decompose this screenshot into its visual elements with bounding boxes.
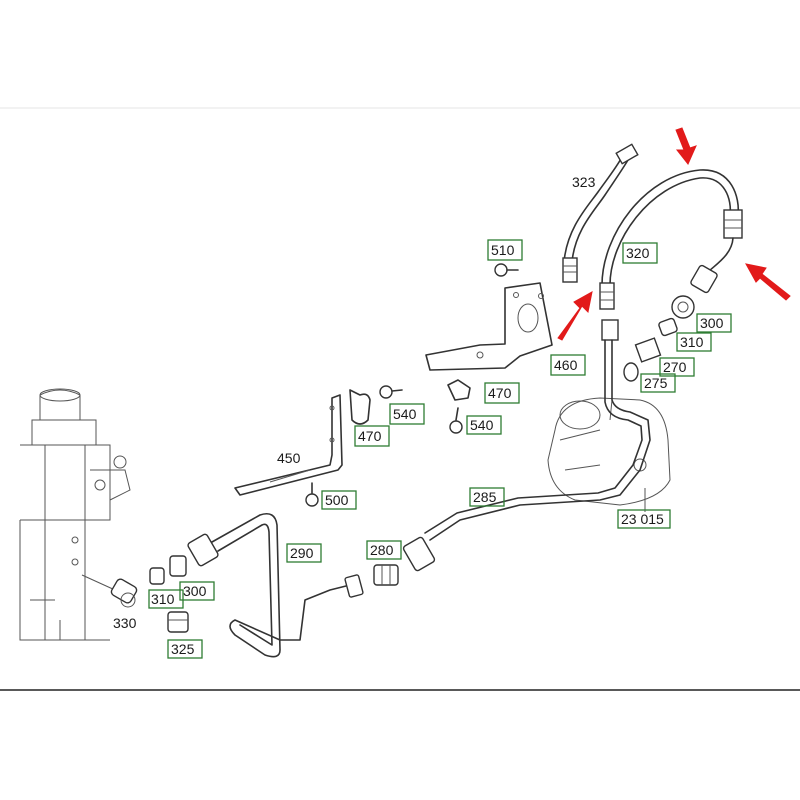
hose-320 <box>599 169 743 310</box>
bracket-450 <box>234 394 343 496</box>
label-320: 320 <box>626 245 650 261</box>
power-steering-pump <box>547 397 671 512</box>
label-325: 325 <box>171 641 195 657</box>
label-330: 330 <box>113 615 137 631</box>
red-arrows <box>557 127 791 341</box>
arrow-icon <box>557 291 593 341</box>
pipe-285 <box>402 319 651 572</box>
pipe-290 <box>187 512 364 658</box>
label-510: 510 <box>491 242 515 258</box>
clamps-bolts <box>305 263 519 507</box>
label-285: 285 <box>473 489 497 505</box>
fittings-upper <box>623 295 695 382</box>
bracket-460 <box>425 282 553 371</box>
label-280: 280 <box>370 542 394 558</box>
arrow-icon <box>745 263 791 301</box>
label-275: 275 <box>644 375 668 391</box>
label-290: 290 <box>290 545 314 561</box>
label-23015: 23 015 <box>621 511 664 527</box>
label-470-right: 470 <box>488 385 512 401</box>
label-270: 270 <box>663 359 687 375</box>
label-470-left: 470 <box>358 428 382 444</box>
label-310-lower: 310 <box>151 591 175 607</box>
label-500: 500 <box>325 492 349 508</box>
arrow-icon <box>675 127 697 165</box>
label-540-right: 540 <box>470 417 494 433</box>
fitting-280 <box>373 564 399 586</box>
label-540-left: 540 <box>393 406 417 422</box>
label-300-lower: 300 <box>183 583 207 599</box>
label-310-upper: 310 <box>680 334 704 350</box>
label-300-upper: 300 <box>700 315 724 331</box>
steering-gearbox <box>19 388 131 641</box>
label-460: 460 <box>554 357 578 373</box>
hose-323 <box>562 143 639 283</box>
fittings-lower <box>110 555 189 633</box>
label-323: 323 <box>572 174 596 190</box>
label-450: 450 <box>277 450 301 466</box>
